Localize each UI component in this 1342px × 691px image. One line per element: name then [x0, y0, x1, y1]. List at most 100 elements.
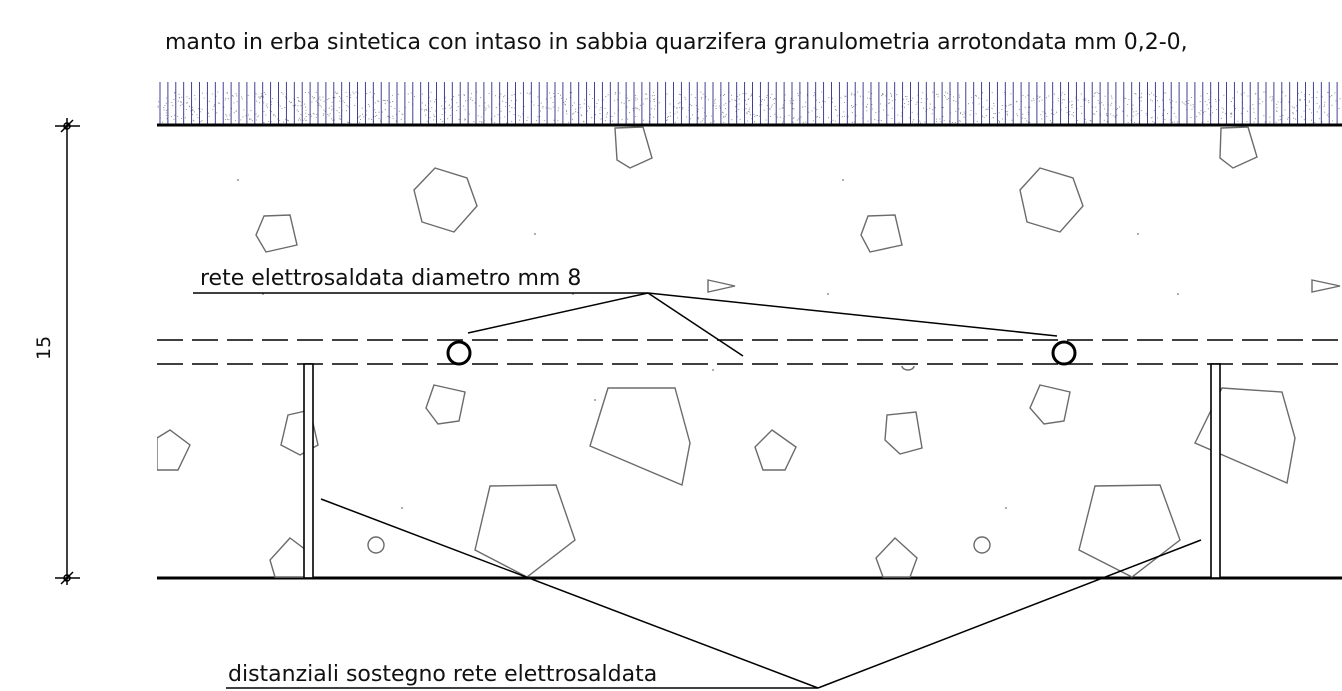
sand-grain: [511, 94, 513, 96]
sand-grain: [1271, 100, 1273, 102]
sand-grain: [723, 115, 725, 117]
sand-grain: [194, 98, 196, 100]
sand-grain: [1259, 98, 1261, 100]
sand-grain: [871, 103, 873, 106]
sand-grain: [738, 108, 740, 110]
sand-grain: [748, 109, 750, 111]
sand-grain: [725, 113, 727, 115]
sand-grain: [605, 116, 608, 118]
sand-grain: [513, 93, 515, 96]
sand-grain: [911, 121, 914, 123]
sand-grain: [1051, 113, 1053, 115]
sand-grain: [408, 101, 410, 103]
sand-grain: [714, 102, 716, 104]
sand-grain: [591, 117, 593, 119]
sand-grain: [1151, 116, 1153, 118]
sand-grain: [334, 96, 336, 99]
sand-grain: [797, 93, 799, 95]
sand-grain: [746, 103, 748, 105]
sand-grain: [374, 115, 376, 117]
sand-grain: [991, 108, 993, 110]
sand-grain: [192, 114, 194, 116]
sand-grain: [749, 107, 751, 109]
sand-grain: [1133, 111, 1135, 113]
sand-grain: [1288, 101, 1290, 103]
sand-grain: [263, 92, 265, 94]
sand-grain: [575, 111, 577, 113]
sand-grain: [646, 98, 648, 100]
sand-grain: [832, 119, 834, 121]
sand-grain: [299, 101, 301, 103]
sand-grain: [263, 122, 265, 124]
sand-grain: [874, 119, 876, 121]
sand-grain: [784, 94, 786, 96]
sand-grain: [684, 96, 686, 98]
sand-grain: [951, 122, 953, 124]
sand-grain: [888, 99, 890, 101]
sand-grain: [494, 121, 496, 124]
sand-grain: [653, 108, 655, 110]
sand-grain: [543, 119, 545, 122]
sand-grain: [942, 115, 944, 118]
sand-grain: [1183, 102, 1185, 104]
sand-grain: [627, 97, 629, 99]
sand-grain: [484, 102, 486, 104]
sand-grain: [1263, 91, 1265, 93]
sand-grain: [240, 119, 242, 121]
sand-grain: [635, 106, 637, 109]
sand-grain: [635, 94, 637, 96]
sand-grain: [259, 97, 261, 100]
aggregate-stone: [589, 387, 691, 486]
sand-grain: [1150, 99, 1152, 101]
sand-grain: [464, 109, 466, 111]
sand-grain: [734, 100, 736, 102]
sand-grain: [814, 92, 816, 94]
sand-grain: [1071, 106, 1073, 108]
sand-grain: [1334, 92, 1336, 94]
sand-grain: [243, 109, 245, 111]
spacer-right: [1210, 363, 1221, 579]
sand-grain: [923, 107, 925, 109]
sand-grain: [304, 118, 306, 120]
sand-grain: [611, 115, 613, 118]
sand-grain: [614, 93, 616, 95]
sand-grain: [173, 99, 175, 101]
sand-grain: [676, 107, 678, 110]
sand-grain: [367, 103, 369, 106]
sand-grain: [255, 93, 257, 95]
sand-grain: [557, 120, 559, 122]
sand-grain: [509, 105, 511, 107]
sand-grain: [1191, 108, 1193, 110]
sand-grain: [348, 122, 350, 124]
sand-grain: [654, 105, 656, 107]
sand-grain: [1209, 102, 1211, 104]
sand-grain: [226, 115, 228, 117]
sand-grain: [676, 111, 678, 113]
sand-grain: [851, 106, 853, 109]
sand-grain: [646, 93, 648, 95]
sand-grain: [816, 116, 818, 118]
sand-grain: [470, 93, 472, 95]
sand-grain: [481, 120, 483, 123]
sand-grain: [771, 93, 773, 95]
sand-grain: [705, 96, 707, 98]
aggregate-stone: [614, 126, 653, 169]
sand-grain: [1293, 107, 1295, 109]
sand-grain: [1006, 111, 1008, 113]
sand-grain: [323, 109, 325, 111]
sand-grain: [804, 105, 806, 108]
sand-grain: [666, 119, 668, 121]
sand-grain: [480, 97, 482, 99]
sand-grain: [572, 113, 574, 115]
sand-grain: [924, 121, 926, 123]
sand-grain: [297, 99, 299, 101]
sand-grain: [271, 98, 273, 100]
sand-grain: [1262, 101, 1264, 103]
sand-grain: [305, 112, 307, 114]
sand-grain: [453, 96, 455, 98]
sand-grain: [1269, 116, 1271, 118]
sand-grain: [835, 109, 837, 111]
sand-grain: [1117, 108, 1119, 110]
sand-grain: [945, 96, 947, 98]
sand-grain: [1277, 101, 1279, 103]
